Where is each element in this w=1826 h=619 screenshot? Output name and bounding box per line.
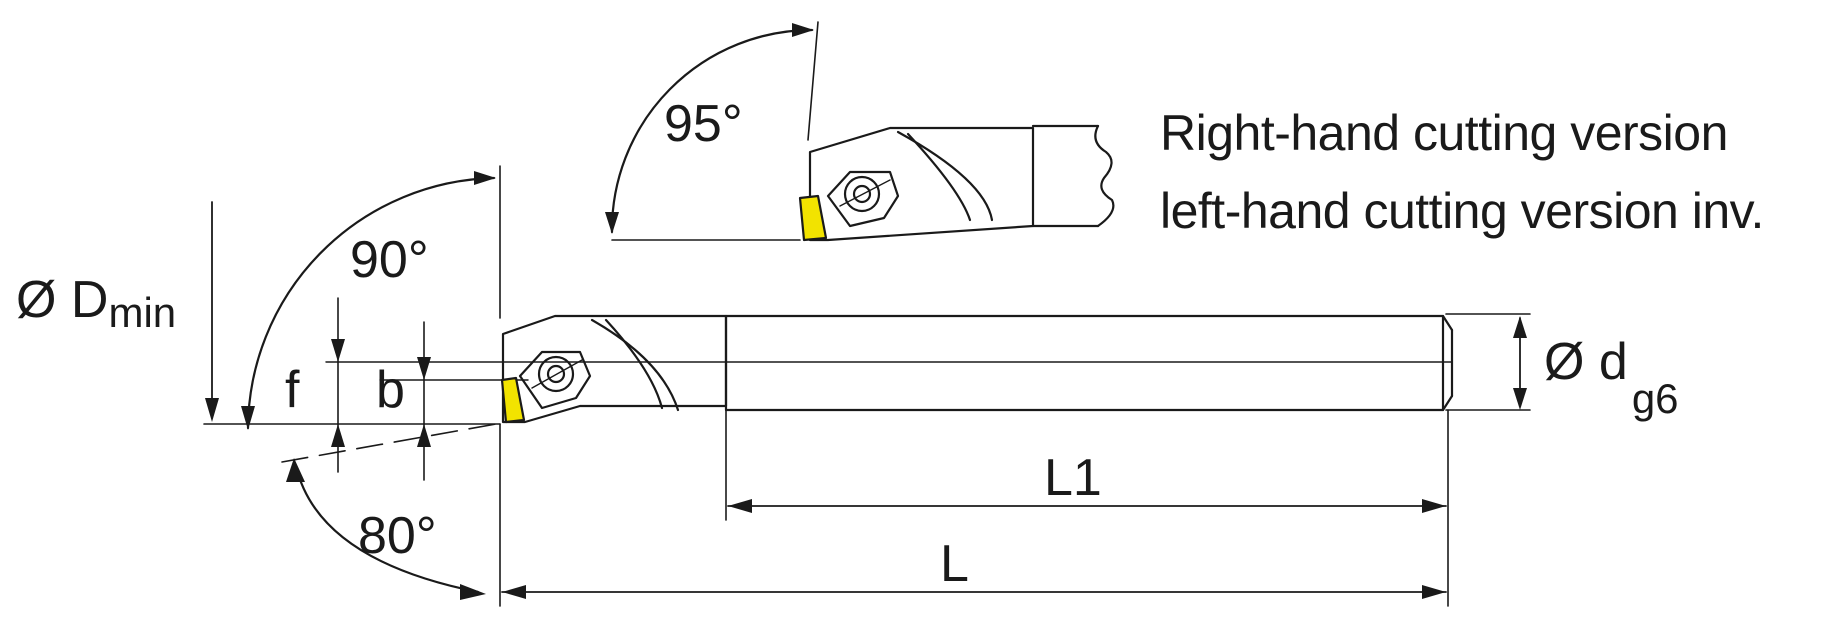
top-view xyxy=(605,21,1115,242)
extension-line xyxy=(807,21,819,141)
arrowhead xyxy=(1422,499,1446,513)
angle-95-label: 95° xyxy=(664,95,743,153)
clamp-screw-inner xyxy=(546,364,566,384)
arrowhead xyxy=(417,357,431,380)
arrowhead xyxy=(460,584,486,600)
tool-head xyxy=(501,314,728,424)
arrowhead xyxy=(417,424,431,447)
cutting-insert xyxy=(500,376,526,424)
top-insert-holder xyxy=(826,170,900,228)
note-left-hand: left-hand cutting version inv. xyxy=(1160,183,1764,239)
top-clamp-screw xyxy=(843,175,881,213)
arrowhead xyxy=(1422,585,1446,599)
dmin-label-main: Ø D xyxy=(16,271,109,329)
angle-80-arc xyxy=(294,464,480,594)
l1-label: L1 xyxy=(1044,449,1102,507)
d-label-main: Ø d xyxy=(1544,333,1628,391)
arrowhead xyxy=(474,171,496,185)
main-view xyxy=(203,165,1531,607)
arrowhead xyxy=(241,406,255,430)
arrowhead xyxy=(792,23,814,37)
arrowhead xyxy=(1513,316,1527,338)
l-label: L xyxy=(940,535,969,593)
arrowhead xyxy=(205,398,219,422)
insert-holder xyxy=(518,350,592,410)
d-label: Ø dg6 xyxy=(1544,333,1679,420)
arrowhead xyxy=(331,339,345,362)
arrowhead xyxy=(331,424,345,447)
angle-90-label: 90° xyxy=(350,231,429,289)
angle-90-arc xyxy=(246,176,496,430)
dmin-label: Ø Dmin xyxy=(16,271,176,334)
b-label: b xyxy=(376,361,405,419)
note-right-hand: Right-hand cutting version xyxy=(1160,105,1728,161)
shank-chamfer xyxy=(1441,314,1454,332)
80-reference-dashed xyxy=(281,423,497,463)
f-label: f xyxy=(285,361,300,419)
top-break-line xyxy=(1094,124,1115,228)
top-cutting-insert xyxy=(798,194,828,242)
shank xyxy=(724,314,1445,412)
arrowhead xyxy=(728,499,752,513)
shank-chamfer xyxy=(1441,394,1454,412)
arrowhead xyxy=(286,458,305,482)
dmin-label-sub: min xyxy=(108,289,177,336)
angle-80-label: 80° xyxy=(358,507,437,565)
angle-95-arc xyxy=(610,28,814,234)
cross-section-curve xyxy=(590,318,680,412)
arrowhead xyxy=(502,585,526,599)
top-cross-section-curve xyxy=(906,132,972,222)
top-clamp-screw-inner xyxy=(852,184,872,204)
d-label-sub: g6 xyxy=(1631,375,1679,422)
clamp-screw xyxy=(537,355,575,393)
arrowhead xyxy=(1513,388,1527,410)
arrowhead xyxy=(605,212,619,234)
cross-section-curve xyxy=(604,318,664,410)
